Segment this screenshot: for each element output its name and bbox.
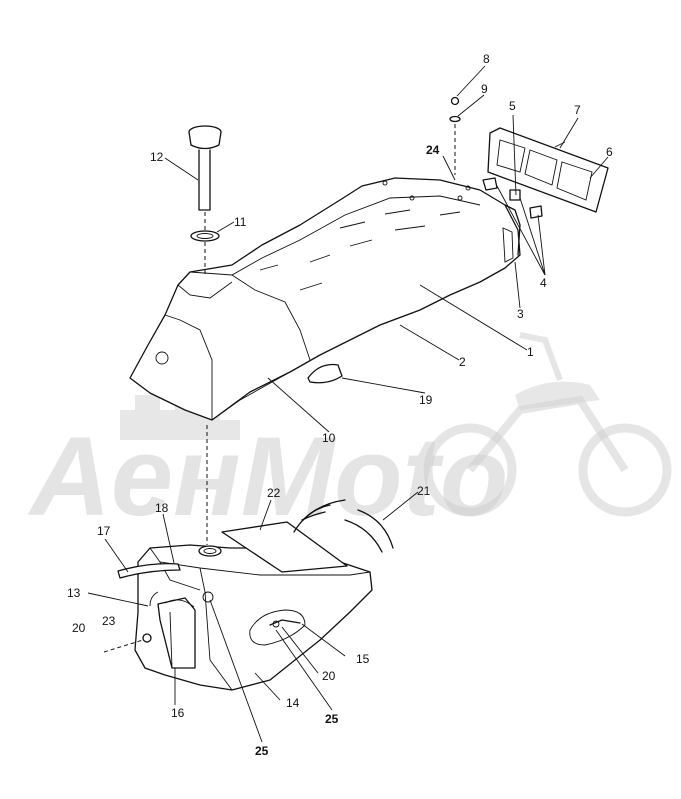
callout-16: 16	[171, 706, 185, 720]
bracket-part-6	[487, 127, 609, 213]
callout-8: 8	[483, 52, 490, 66]
callout-13: 13	[67, 586, 81, 600]
ring-11	[190, 230, 220, 275]
callout-14: 14	[286, 696, 300, 710]
callout-25-bottom: 25	[255, 744, 269, 758]
seat-body	[129, 177, 521, 421]
callout-21: 21	[417, 484, 431, 498]
callout-12: 12	[150, 150, 164, 164]
callout-20-left: 20	[72, 621, 86, 635]
callout-11: 11	[234, 215, 247, 229]
watermark-text: AeнMoto	[27, 414, 508, 539]
callout-18: 18	[155, 501, 169, 515]
part-19	[307, 363, 343, 384]
callout-24: 24	[426, 143, 440, 157]
callout-25-right: 25	[325, 712, 339, 726]
callout-23: 23	[102, 614, 116, 628]
fasteners-4	[482, 177, 543, 219]
callout-4: 4	[540, 276, 547, 290]
callout-7: 7	[574, 103, 581, 117]
callout-19: 19	[419, 393, 433, 407]
callout-22: 22	[267, 486, 281, 500]
leader-lines	[87, 65, 609, 743]
callout-9: 9	[481, 82, 488, 96]
seat-assembly	[129, 177, 521, 421]
callout-5: 5	[509, 99, 516, 113]
hose-15	[269, 619, 301, 626]
callout-2: 2	[459, 355, 466, 369]
callout-6: 6	[606, 145, 613, 159]
callout-20-right: 20	[322, 669, 336, 683]
callout-1: 1	[527, 345, 534, 359]
pad-22	[221, 521, 348, 573]
bracket-16	[149, 591, 196, 669]
fitting-23	[103, 633, 152, 653]
callout-3: 3	[517, 307, 524, 321]
filler-cap-12	[188, 125, 222, 232]
callout-labels: 1 2 3 4 5 6 7 8 9 10 11 12 13 14 15 16 1…	[67, 52, 613, 758]
strap-17	[117, 563, 181, 579]
watermark-motorcycle-icon	[423, 332, 672, 517]
strips-21	[293, 499, 394, 553]
callout-10: 10	[322, 431, 336, 445]
callout-15: 15	[356, 652, 370, 666]
callout-17: 17	[97, 524, 111, 538]
parts-8-9	[449, 96, 461, 175]
